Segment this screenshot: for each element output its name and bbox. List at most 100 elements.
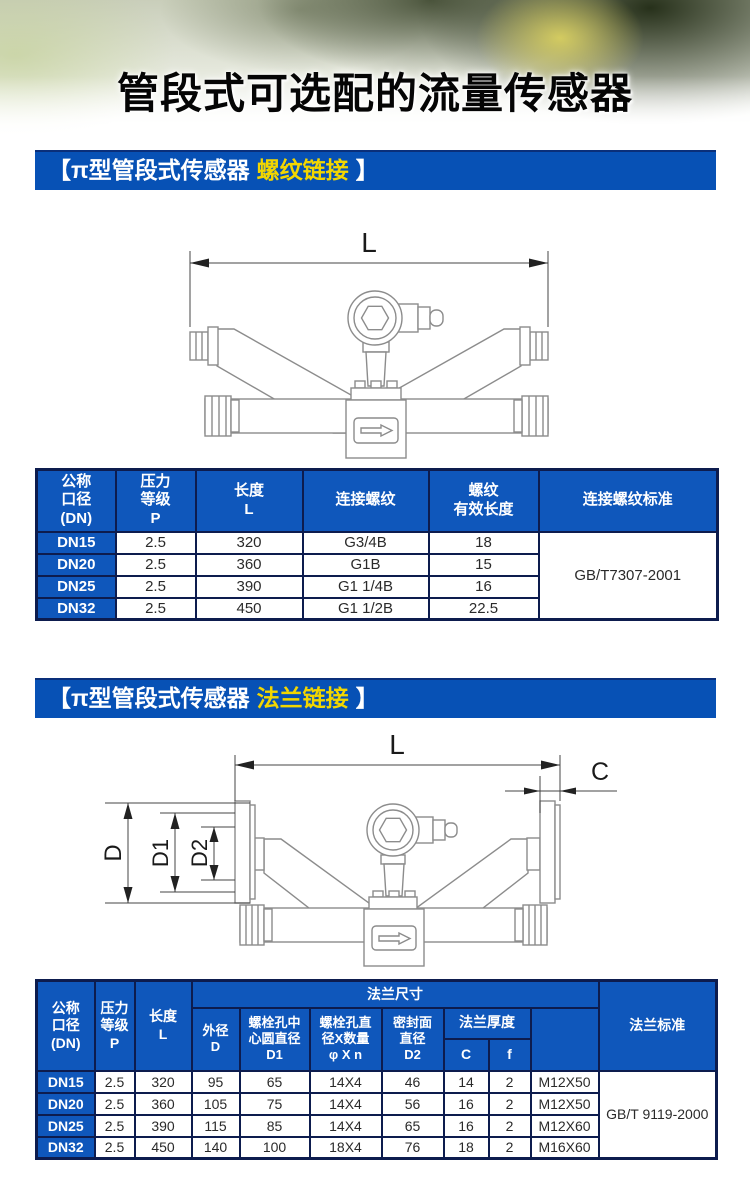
bracket-close: 】: [355, 685, 379, 711]
bracket-close: 】: [355, 157, 379, 183]
cell: 450: [133, 1135, 193, 1160]
cell: G1 1/4B: [301, 574, 430, 599]
cell: M16X60: [529, 1135, 600, 1160]
bracket-open: 【: [48, 157, 71, 183]
cell: 14X4: [308, 1069, 383, 1094]
table-row: DN15 2.5 320 95 65 14X4 46 14 2 M12X50 G…: [35, 1069, 718, 1160]
cell: 95: [190, 1069, 241, 1094]
table-row: DN25 2.5 390 G1 1/4B 16: [35, 574, 718, 599]
col-group-thickness: 法兰厚度: [442, 1006, 532, 1040]
section-highlight: 螺纹链接: [256, 157, 349, 183]
col-header-c: C: [442, 1037, 490, 1072]
cell-dn: DN25: [35, 1113, 96, 1138]
cell: 2: [487, 1069, 532, 1094]
cell: 2: [487, 1135, 532, 1160]
col-header-dn: 公称 口径 (DN): [35, 468, 117, 533]
col-header-length: 长度 L: [194, 468, 304, 533]
cell: 14: [442, 1069, 490, 1094]
table-row: DN32 2.5 450 140 100 18X4 76 18 2 M16X60: [35, 1135, 717, 1160]
hex-nut: [360, 305, 390, 331]
col-header-thread-length: 螺纹 有效长度: [427, 468, 540, 533]
col-header-pressure: 压力 等级 P: [114, 468, 197, 533]
cell-standard: GB/T 9119-2000: [597, 1069, 718, 1160]
table-row: DN20 2.5 360 G1B 15: [35, 552, 718, 577]
cell: 140: [190, 1135, 241, 1160]
col-header-flange-standard: 法兰标准: [597, 979, 718, 1072]
cell: 2.5: [114, 574, 197, 599]
cell: 2.5: [93, 1135, 136, 1160]
cell-dn: DN32: [35, 1135, 96, 1160]
cell-dn: DN15: [35, 1069, 96, 1094]
cell: 16: [442, 1091, 490, 1116]
cell-dn: DN15: [35, 530, 117, 555]
banner-photo: [0, 0, 750, 152]
thread-spec-table: 公称 口径 (DN) 压力 等级 P 长度 L 连接螺纹 螺纹 有效长度 连接螺…: [35, 468, 719, 621]
cell: 16: [427, 574, 540, 599]
col-group-flange-dims: 法兰尺寸: [190, 979, 600, 1009]
cell: 18: [427, 530, 540, 555]
cell: 115: [190, 1113, 241, 1138]
cell: G3/4B: [301, 530, 430, 555]
col-header-thread: 连接螺纹: [301, 468, 430, 533]
cell: 14X4: [308, 1091, 383, 1116]
col-header-length: 长度 L: [133, 979, 193, 1072]
cell: 450: [194, 596, 304, 621]
cell: 390: [133, 1113, 193, 1138]
table-row: DN20 2.5 360 105 75 14X4 56 16 2 M12X50: [35, 1091, 717, 1116]
cell: 360: [194, 552, 304, 577]
cell: 320: [133, 1069, 193, 1094]
flange-spec-table: 公称 口径 (DN) 压力 等级 P 长度 L 法兰尺寸 法兰标准 外径 D 螺…: [35, 979, 719, 1160]
cable-gland: [429, 309, 444, 327]
cell: M12X50: [529, 1069, 600, 1094]
cell: 15: [427, 552, 540, 577]
cell: 65: [238, 1069, 311, 1094]
col-header-bolt-holes: 螺栓孔直 径X数量 φ X n: [308, 1006, 383, 1072]
cell-dn: DN20: [35, 1091, 96, 1116]
col-header-dn: 公称 口径 (DN): [35, 979, 96, 1072]
cell: 100: [238, 1135, 311, 1160]
threaded-sensor-drawing: L: [189, 227, 549, 459]
cell: 16: [442, 1113, 490, 1138]
cell: 18X4: [308, 1135, 383, 1160]
hex-nut: [378, 817, 408, 843]
cell-dn: DN32: [35, 596, 117, 621]
flanged-sensor-drawing: L C D D1 D2: [100, 729, 617, 967]
cell: M12X60: [529, 1113, 600, 1138]
col-header-seal-face: 密封面 直径 D2: [380, 1006, 445, 1072]
cell: 105: [190, 1091, 241, 1116]
dim-label-C: C: [591, 758, 609, 786]
page-title: 管段式可选配的流量传感器: [116, 70, 633, 117]
right-flange: [539, 800, 556, 904]
cell: 320: [194, 530, 304, 555]
cell: M12X50: [529, 1091, 600, 1116]
left-flange: [234, 800, 251, 904]
section-header-flanged: 【π型管段式传感器法兰链接】: [35, 678, 716, 718]
bracket-open: 【: [48, 685, 71, 711]
section-highlight: 法兰链接: [256, 685, 349, 711]
section-header-threaded: 【π型管段式传感器螺纹链接】: [35, 150, 716, 190]
cell: 56: [380, 1091, 445, 1116]
col-header-pressure: 压力 等级 P: [93, 979, 136, 1072]
dim-label-L: L: [361, 227, 377, 258]
cell-dn: DN25: [35, 574, 117, 599]
cell: 2.5: [114, 596, 197, 621]
cell: 65: [380, 1113, 445, 1138]
table-row: DN32 2.5 450 G1 1/2B 22.5: [35, 596, 718, 621]
cell-standard: GB/T7307-2001: [537, 530, 719, 621]
cell: 2: [487, 1113, 532, 1138]
cell: 75: [238, 1091, 311, 1116]
cell: 2.5: [93, 1091, 136, 1116]
flow-direction-arrow: [360, 423, 394, 438]
cell-dn: DN20: [35, 552, 117, 577]
cell: 18: [442, 1135, 490, 1160]
col-header-f: f: [487, 1037, 532, 1072]
col-header-outer-d: 外径 D: [190, 1006, 241, 1072]
cell: 2.5: [114, 552, 197, 577]
dim-label-D1: D1: [148, 839, 173, 867]
cell: 2.5: [93, 1113, 136, 1138]
cell: 390: [194, 574, 304, 599]
cell: 46: [380, 1069, 445, 1094]
dim-label-D: D: [100, 844, 127, 861]
table-row: DN15 2.5 320 G3/4B 18 GB/T7307-2001: [35, 530, 719, 621]
